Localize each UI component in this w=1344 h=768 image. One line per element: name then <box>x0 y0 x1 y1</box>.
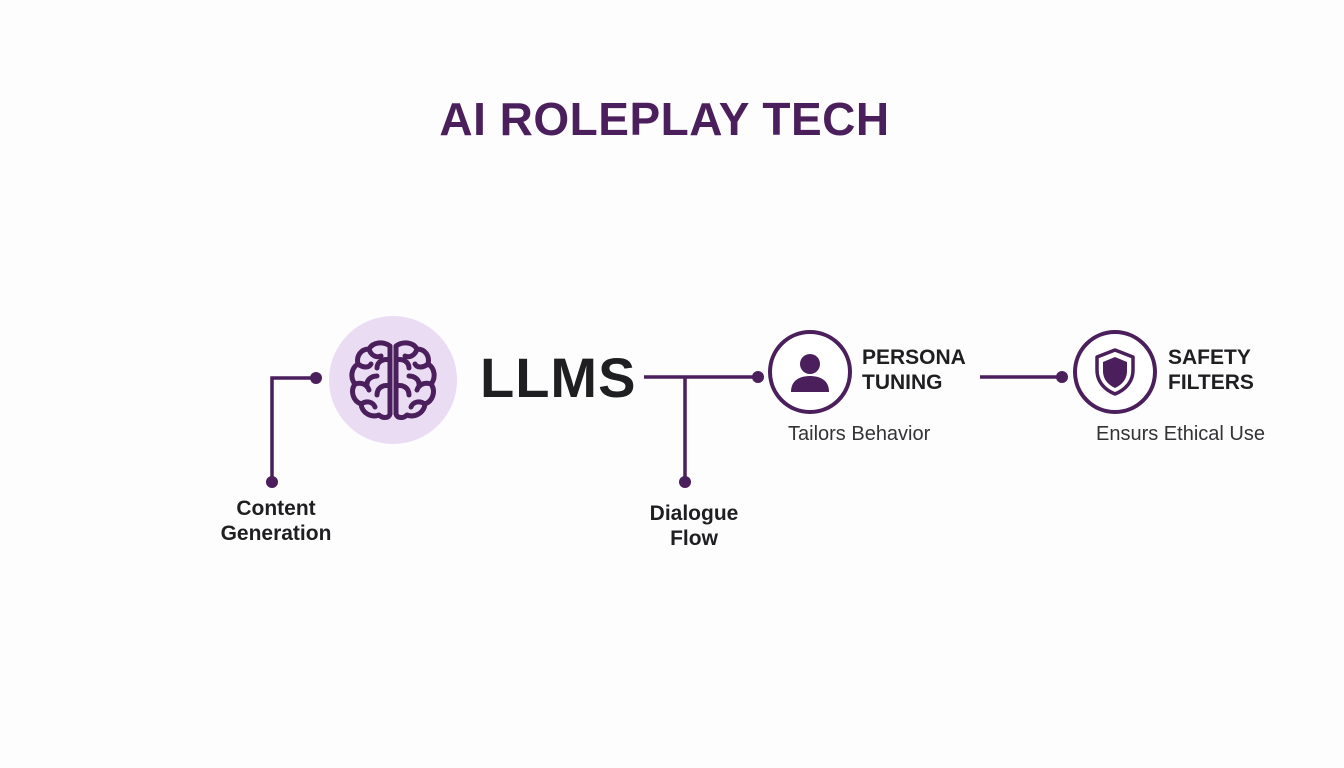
content-connector <box>270 376 316 482</box>
content-connector-dot-end <box>310 372 322 384</box>
shield-icon <box>1095 348 1135 396</box>
persona-tuning-node <box>768 330 852 414</box>
dialogue-flow-line2: Flow <box>670 527 718 550</box>
persona-tuning-subtitle: Tailors Behavior <box>788 423 931 445</box>
safety-filters-subtitle: Ensurs Ethical Use <box>1096 423 1265 445</box>
content-connector-dot-bottom <box>266 476 278 488</box>
llms-label: LLMS <box>480 346 637 409</box>
dialogue-flow-label: Dialogue Flow <box>630 501 758 551</box>
persona-title-line2: TUNING <box>862 371 943 394</box>
dialogue-flow-line1: Dialogue <box>649 502 739 525</box>
user-icon <box>791 354 829 392</box>
safety-connector-dot <box>1056 371 1068 383</box>
diagram-title: AI ROLEPLAY TECH <box>439 93 890 145</box>
dialogue-connector-dot <box>679 476 691 488</box>
persona-connector-dot <box>752 371 764 383</box>
persona-title-line1: PERSONA <box>862 346 966 369</box>
brain-icon <box>349 340 437 420</box>
persona-tuning-title: PERSONA TUNING <box>862 345 966 395</box>
llms-core-node <box>329 316 457 444</box>
safety-filters-title: SAFETY FILTERS <box>1168 345 1254 395</box>
content-generation-line1: Content <box>236 497 316 520</box>
safety-title-line2: FILTERS <box>1168 371 1254 394</box>
safety-filters-node <box>1073 330 1157 414</box>
content-generation-line2: Generation <box>220 522 332 545</box>
content-generation-label: Content Generation <box>205 496 347 546</box>
safety-title-line1: SAFETY <box>1168 346 1251 369</box>
